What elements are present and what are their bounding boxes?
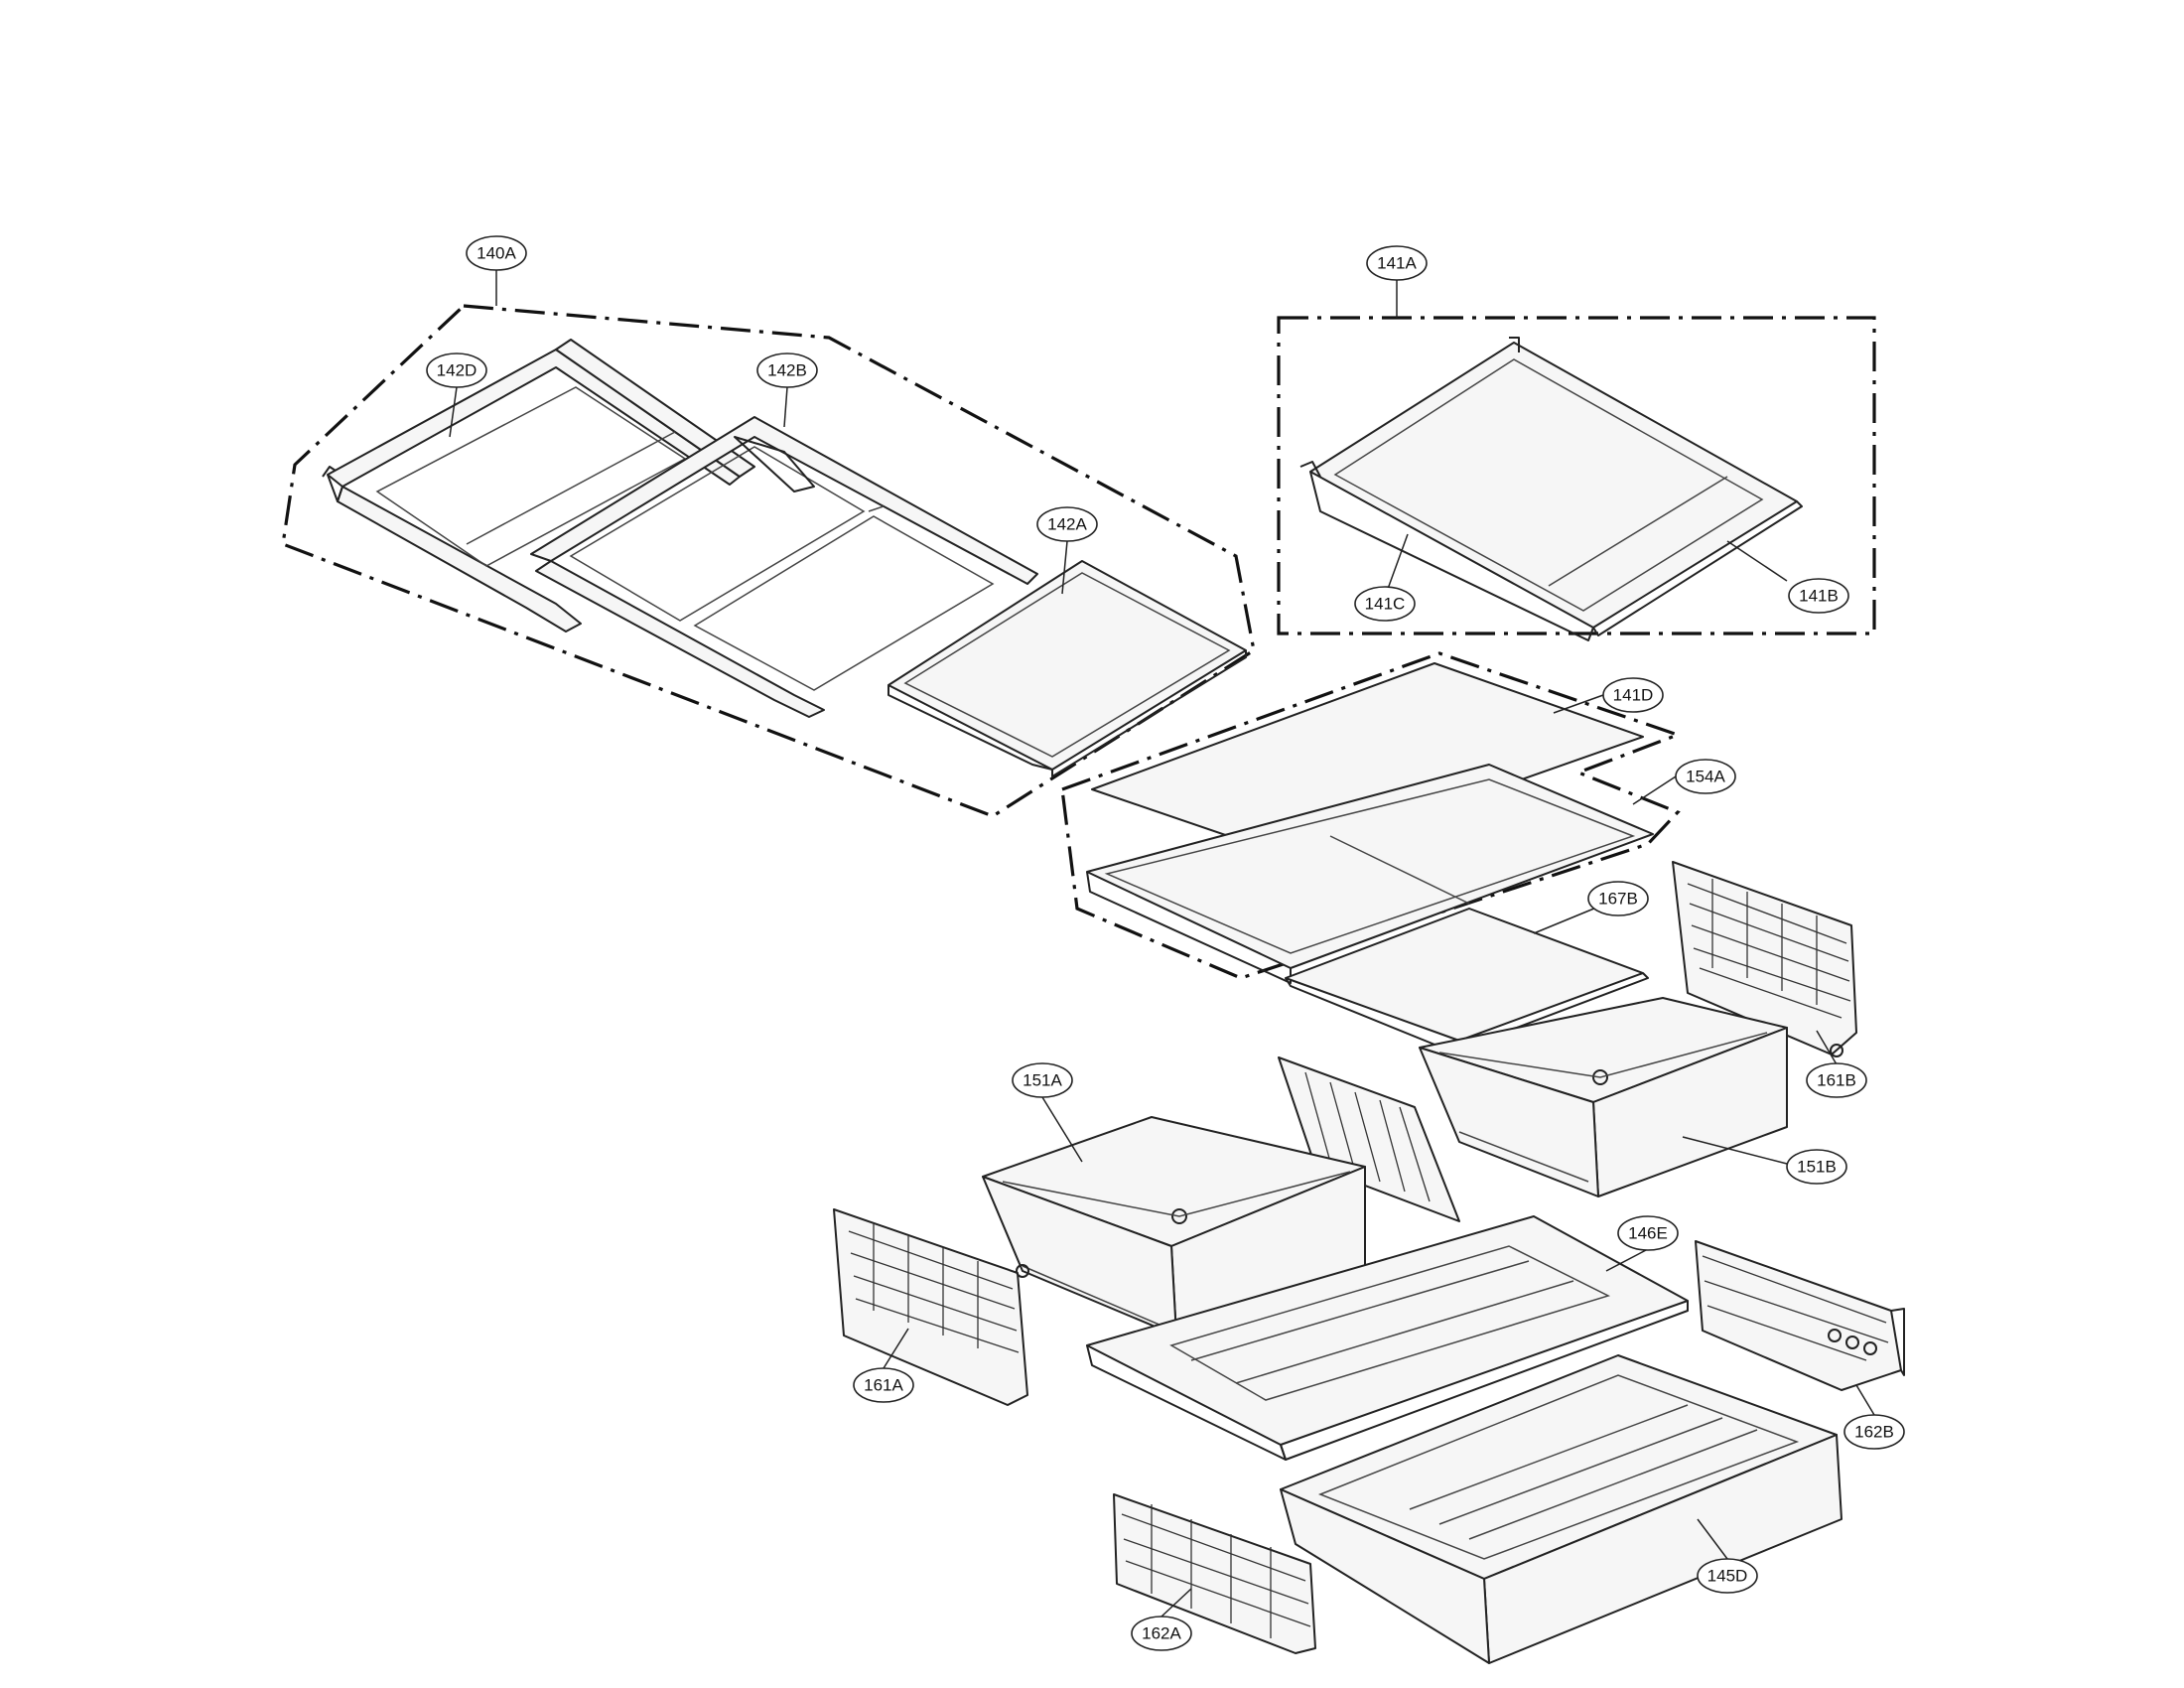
part-142A-glass-shelf[interactable] [887, 560, 1247, 777]
part-161A-divider-panel[interactable] [833, 1208, 1029, 1406]
part-162A-rail-bracket[interactable] [1113, 1493, 1316, 1654]
part-162B-rail-bracket[interactable] [1695, 1240, 1905, 1391]
callout-142A: 142A [1036, 506, 1098, 542]
callout-154A: 154A [1675, 759, 1736, 794]
assembly-boundary-141A [1277, 316, 1876, 635]
callout-141B: 141B [1788, 578, 1849, 614]
svg-text:142D: 142D [437, 361, 478, 380]
callout-161A: 161A [853, 1367, 914, 1403]
svg-text:142A: 142A [1047, 515, 1087, 534]
callout-146E: 146E [1617, 1215, 1679, 1251]
part-146E-bottom-cover[interactable] [1086, 1215, 1689, 1461]
svg-text:142B: 142B [767, 361, 807, 380]
svg-text:141C: 141C [1365, 595, 1406, 614]
callout-141C: 141C [1354, 586, 1416, 622]
svg-text:162A: 162A [1142, 1624, 1181, 1643]
callout-162B: 162B [1843, 1414, 1905, 1450]
part-161B-divider-panel[interactable] [1672, 861, 1857, 1057]
callout-167B: 167B [1587, 881, 1649, 916]
callout-140A: 140A [466, 235, 527, 271]
svg-text:151B: 151B [1797, 1158, 1837, 1177]
svg-text:145D: 145D [1707, 1567, 1748, 1586]
callout-141D: 141D [1602, 677, 1664, 713]
svg-text:151A: 151A [1023, 1071, 1062, 1090]
svg-text:154A: 154A [1686, 768, 1725, 786]
svg-text:141B: 141B [1799, 587, 1839, 606]
svg-text:161B: 161B [1817, 1071, 1856, 1090]
svg-text:141A: 141A [1377, 254, 1417, 273]
callout-142D: 142D [426, 352, 487, 388]
callout-145D: 145D [1697, 1558, 1758, 1594]
svg-text:167B: 167B [1598, 890, 1638, 909]
svg-text:140A: 140A [477, 244, 516, 263]
center-divider-panel [1278, 1056, 1460, 1222]
assembly-boundary-154A [1060, 651, 1683, 980]
part-142B-front-frame[interactable] [530, 416, 1038, 718]
svg-text:162B: 162B [1854, 1423, 1894, 1442]
callout-151A: 151A [1012, 1062, 1073, 1098]
part-145D-drawer[interactable] [1280, 1354, 1843, 1664]
part-141B-shelf-frame[interactable] [1299, 337, 1803, 641]
svg-text:146E: 146E [1628, 1224, 1668, 1243]
callout-161B: 161B [1806, 1062, 1867, 1098]
part-154A-shelf-frame[interactable] [1086, 764, 1654, 984]
callout-142B: 142B [756, 352, 818, 388]
svg-text:161A: 161A [864, 1376, 903, 1395]
svg-text:141D: 141D [1613, 686, 1654, 705]
part-142D-rail-frame[interactable] [322, 339, 755, 633]
callout-162A: 162A [1131, 1616, 1192, 1651]
callout-141A: 141A [1366, 245, 1428, 281]
part-151B-crisper-drawer[interactable] [1419, 997, 1788, 1197]
callout-151B: 151B [1786, 1149, 1847, 1185]
